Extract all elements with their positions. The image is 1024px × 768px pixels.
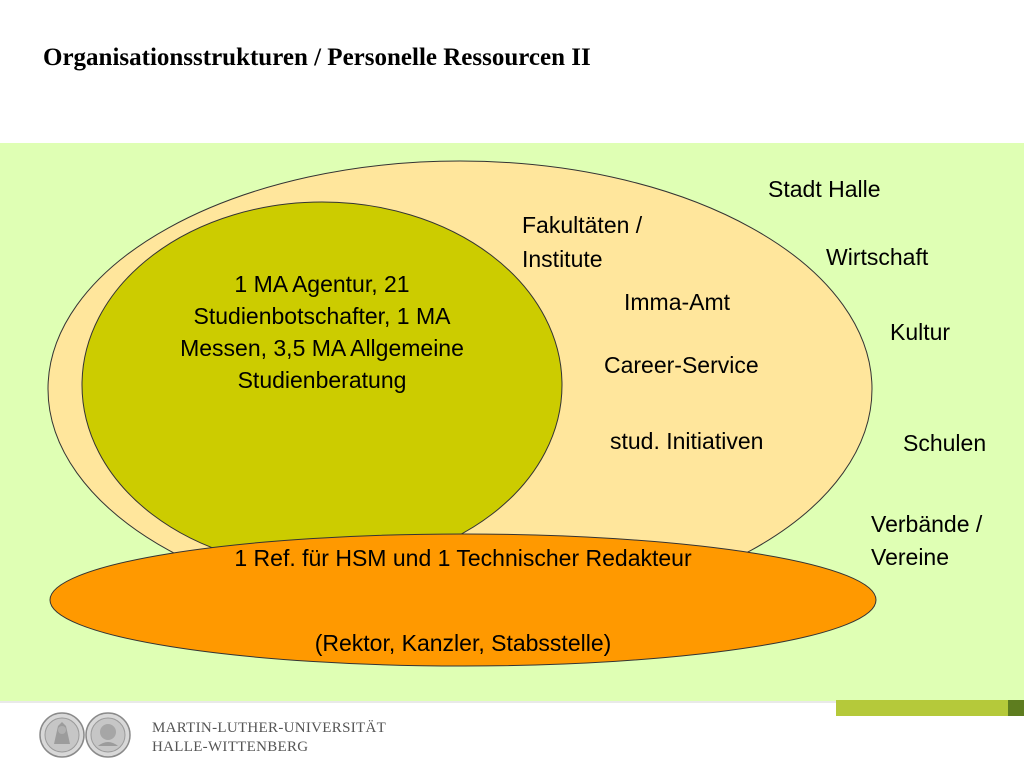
student-initiatives-label: stud. Initiativen bbox=[610, 428, 764, 454]
slide-title: Organisationsstrukturen / Personelle Res… bbox=[43, 44, 591, 71]
seal-right-icon bbox=[85, 712, 131, 758]
footer-accent-block bbox=[1008, 700, 1024, 716]
verbaende-label: Verbände / bbox=[871, 511, 983, 537]
faculties-label: Fakultäten / bbox=[522, 212, 643, 238]
footer-accent-bar bbox=[836, 700, 1008, 716]
university-name: MARTIN-LUTHER-UNIVERSITÄT HALLE-WITTENBE… bbox=[152, 719, 386, 757]
schulen-label: Schulen bbox=[903, 430, 987, 456]
management-roles-text: (Rektor, Kanzler, Stabsstelle) bbox=[314, 630, 612, 656]
university-name-line2: HALLE-WITTENBERG bbox=[152, 739, 309, 755]
seal-left-icon bbox=[39, 712, 85, 758]
management-ellipse bbox=[49, 533, 877, 667]
footer-divider bbox=[0, 701, 836, 703]
wirtschaft-label: Wirtschaft bbox=[826, 244, 929, 270]
imma-amt-label: Imma-Amt bbox=[624, 289, 731, 315]
stadt-halle-label: Stadt Halle bbox=[768, 176, 881, 202]
management-staff-text: 1 Ref. für HSM und 1 Technischer Redakte… bbox=[234, 545, 692, 571]
university-seals-logo bbox=[39, 712, 131, 758]
institutes-label: Institute bbox=[522, 246, 603, 272]
university-name-line1: MARTIN-LUTHER-UNIVERSITÄT bbox=[152, 720, 387, 736]
vereine-label: Vereine bbox=[871, 544, 950, 570]
career-service-label: Career-Service bbox=[604, 352, 759, 378]
kultur-label: Kultur bbox=[890, 319, 951, 345]
core-unit-text: 1 MA Agentur, 21 Studienbotschafter, 1 M… bbox=[180, 271, 464, 393]
